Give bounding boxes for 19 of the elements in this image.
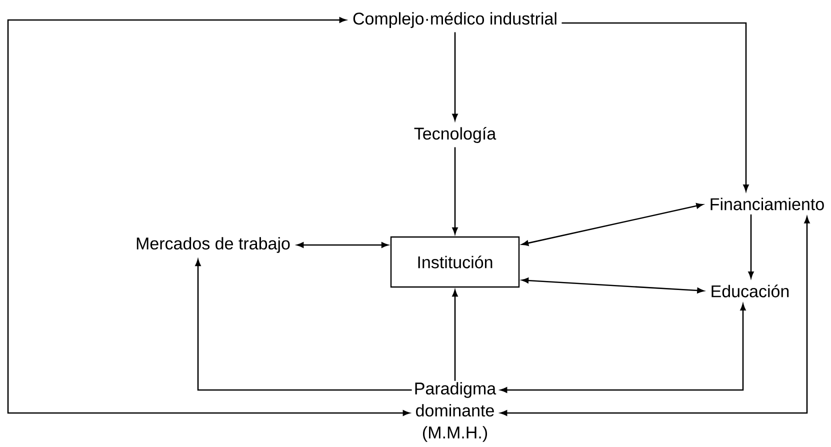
arrow xyxy=(748,214,754,278)
node-label: Paradigma dominante (M.M.H.) xyxy=(415,382,496,442)
arrow xyxy=(452,147,458,234)
node-label: Educación xyxy=(712,284,789,298)
node-label: Complejo·médico industrial xyxy=(353,12,556,28)
arrow xyxy=(522,278,704,294)
node-label: Financiamiento xyxy=(710,198,824,210)
arrow xyxy=(452,32,458,121)
arrow xyxy=(522,203,704,246)
arrow xyxy=(500,216,810,416)
arrow xyxy=(7,17,410,416)
arrow xyxy=(452,290,458,381)
arrow xyxy=(195,259,412,391)
arrow xyxy=(562,22,749,192)
node-label: Tecnología xyxy=(414,126,496,144)
node-label: Mercados de trabajo xyxy=(136,237,290,253)
process-box: Institución xyxy=(390,236,520,288)
arrow xyxy=(296,242,388,248)
arrow xyxy=(500,304,746,393)
